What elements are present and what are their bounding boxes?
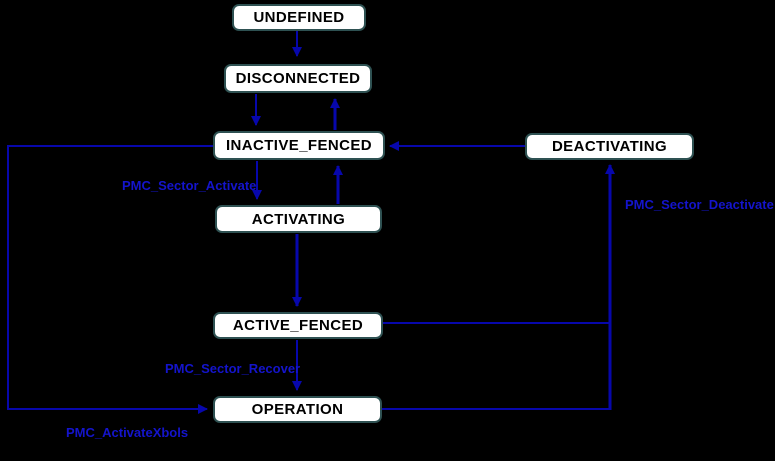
state-operation: OPERATION bbox=[213, 396, 382, 423]
transition-label-pmc-sector-deactivate: PMC_Sector_Deactivate bbox=[625, 197, 774, 212]
state-activating: ACTIVATING bbox=[215, 205, 382, 233]
transition-label-pmc-sector-recover: PMC_Sector_Recover bbox=[165, 361, 301, 376]
transition-label-pmc-sector-activate: PMC_Sector_Activate bbox=[122, 178, 257, 193]
edge-inactive-fenced-operation bbox=[7, 145, 213, 414]
state-active-fenced: ACTIVE_FENCED bbox=[213, 312, 383, 339]
state-inactive-fenced: INACTIVE_FENCED bbox=[213, 131, 385, 160]
transition-label-pmc-activatexbols: PMC_ActivateXbols bbox=[66, 425, 189, 440]
state-deactivating: DEACTIVATING bbox=[525, 133, 694, 160]
state-undefined: UNDEFINED bbox=[232, 4, 366, 31]
state-disconnected: DISCONNECTED bbox=[224, 64, 372, 93]
